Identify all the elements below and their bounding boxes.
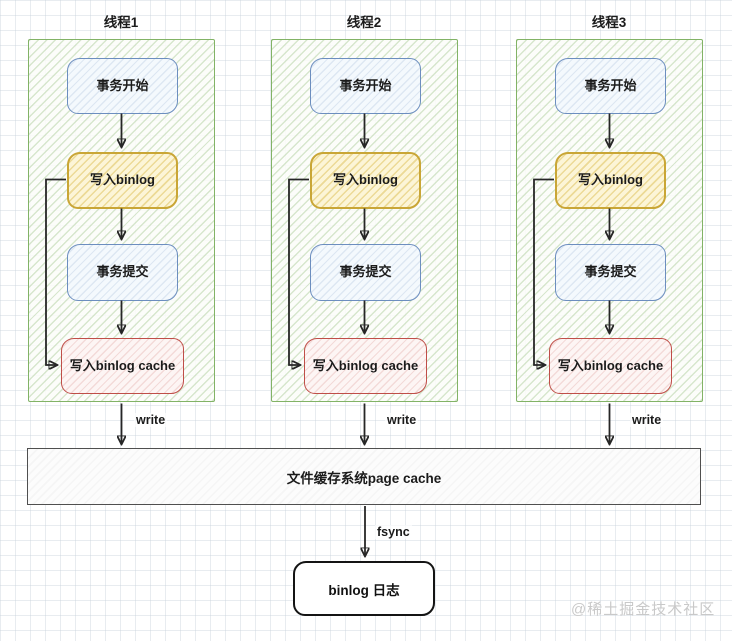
thread-3-title: 线程3 <box>591 15 627 30</box>
page-cache-box: 文件缓存系统page cache <box>27 448 701 505</box>
thread-1-node-write-binlog: 写入binlog <box>67 152 178 209</box>
thread-2-node-write-binlog-cache: 写入binlog cache <box>304 338 427 394</box>
thread-3-node-transaction-commit: 事务提交 <box>555 244 666 301</box>
thread-3-write-label: write <box>630 413 664 427</box>
binlog-file-box: binlog 日志 <box>293 561 435 616</box>
thread-2-write-label: write <box>385 413 419 427</box>
thread-2-node-transaction-commit: 事务提交 <box>310 244 421 301</box>
thread-1-node-transaction-start: 事务开始 <box>67 58 178 114</box>
thread-1-node-transaction-commit: 事务提交 <box>67 244 178 301</box>
thread-2-title: 线程2 <box>346 15 382 30</box>
thread-2-node-transaction-start: 事务开始 <box>310 58 421 114</box>
thread-3-node-write-binlog-cache: 写入binlog cache <box>549 338 672 394</box>
thread-1-node-write-binlog-cache: 写入binlog cache <box>61 338 184 394</box>
thread-2-node-write-binlog: 写入binlog <box>310 152 421 209</box>
thread-3-panel: 事务开始 写入binlog 事务提交 写入binlog cache <box>516 39 703 402</box>
thread-1-panel: 事务开始 写入binlog 事务提交 写入binlog cache <box>28 39 215 402</box>
watermark: @稀土掘金技术社区 <box>571 601 716 618</box>
thread-1-write-label: write <box>134 413 168 427</box>
thread-2-panel: 事务开始 写入binlog 事务提交 写入binlog cache <box>271 39 458 402</box>
page-cache-label: 文件缓存系统page cache <box>286 470 442 486</box>
thread-1-title: 线程1 <box>103 15 139 30</box>
thread-3-node-transaction-start: 事务开始 <box>555 58 666 114</box>
fsync-label: fsync <box>375 525 412 539</box>
thread-3-node-write-binlog: 写入binlog <box>555 152 666 209</box>
binlog-file-label: binlog 日志 <box>328 582 400 598</box>
